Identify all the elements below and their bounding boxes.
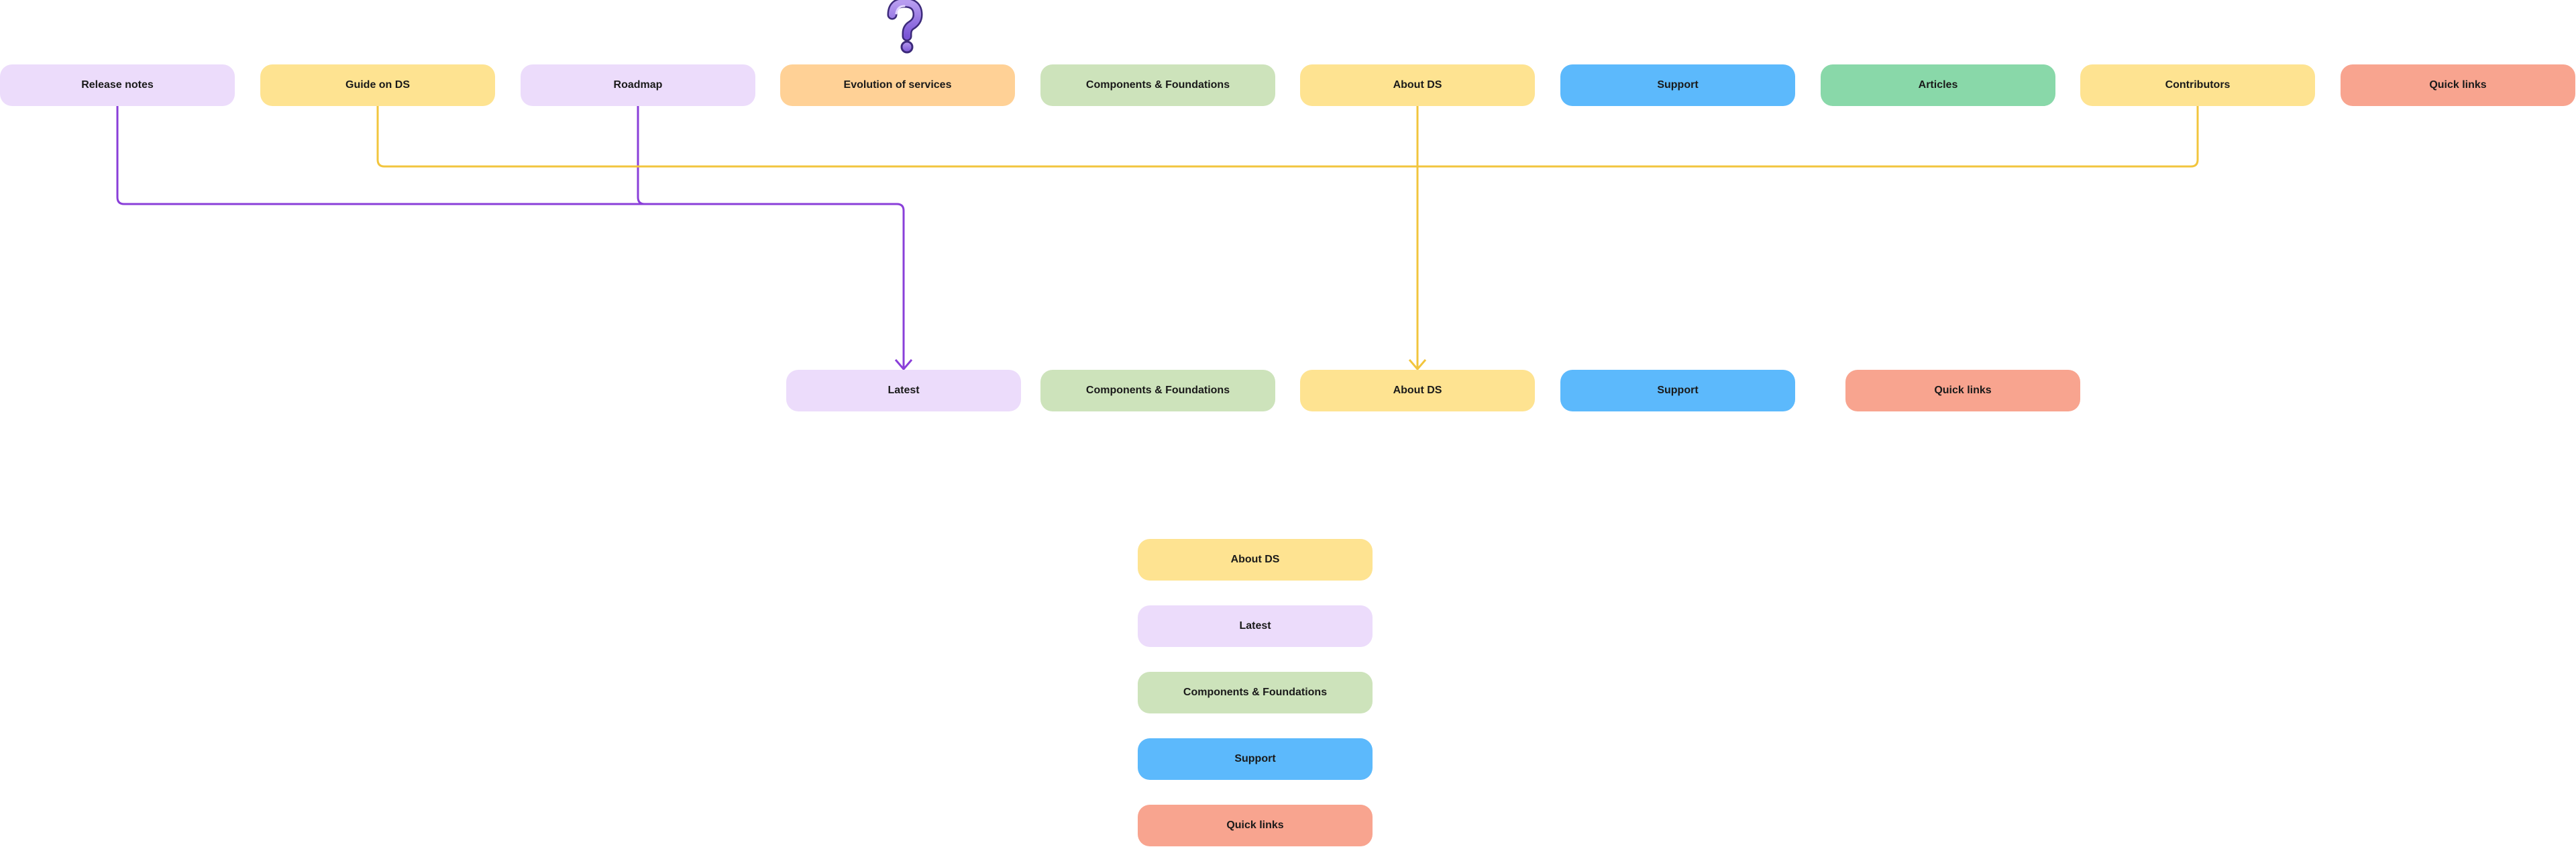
connector-roadmap-to-latest (637, 106, 645, 205)
node-label: Guide on DS (345, 79, 410, 91)
node-components-foundations-3[interactable]: Components & Foundations (1138, 672, 1373, 713)
node-quick-links[interactable]: Quick links (2341, 64, 2575, 106)
node-about-ds-3[interactable]: About DS (1138, 539, 1373, 581)
node-release-notes[interactable]: Release notes (0, 64, 235, 106)
node-label: Quick links (1226, 819, 1284, 831)
node-guide-on-ds[interactable]: Guide on DS (260, 64, 495, 106)
node-label: About DS (1393, 385, 1442, 396)
node-latest[interactable]: Latest (786, 370, 1021, 411)
node-evolution-of-services[interactable]: Evolution of services (780, 64, 1015, 106)
node-label: Contributors (2165, 79, 2231, 91)
node-quick-links-2[interactable]: Quick links (1845, 370, 2080, 411)
node-support[interactable]: Support (1560, 64, 1795, 106)
node-articles[interactable]: Articles (1821, 64, 2055, 106)
node-contributors[interactable]: Contributors (2080, 64, 2315, 106)
node-label: Components & Foundations (1183, 687, 1328, 698)
node-label: About DS (1230, 554, 1280, 565)
arrowhead-latest (894, 359, 913, 371)
node-support-2[interactable]: Support (1560, 370, 1795, 411)
node-label: Latest (1239, 620, 1271, 632)
node-label: Latest (888, 385, 920, 396)
node-label: Release notes (81, 79, 154, 91)
node-components-foundations[interactable]: Components & Foundations (1040, 64, 1275, 106)
node-label: Evolution of services (843, 79, 952, 91)
node-label: Roadmap (613, 79, 663, 91)
connector-release-notes-to-latest (116, 106, 905, 368)
node-label: Articles (1918, 79, 1958, 91)
arrowhead-about (1408, 359, 1427, 371)
node-label: Components & Foundations (1085, 79, 1230, 91)
node-components-foundations-2[interactable]: Components & Foundations (1040, 370, 1275, 411)
node-latest-3[interactable]: Latest (1138, 605, 1373, 647)
node-roadmap[interactable]: Roadmap (521, 64, 755, 106)
node-label: Support (1234, 753, 1276, 764)
connector-guide-to-about (376, 106, 2199, 168)
node-label: Support (1657, 385, 1699, 396)
node-about-ds[interactable]: About DS (1300, 64, 1535, 106)
node-label: Quick links (2429, 79, 2487, 91)
node-label: Quick links (1934, 385, 1992, 396)
question-mark-icon (887, 0, 923, 54)
node-label: Components & Foundations (1085, 385, 1230, 396)
node-label: Support (1657, 79, 1699, 91)
node-support-3[interactable]: Support (1138, 738, 1373, 780)
node-label: About DS (1393, 79, 1442, 91)
node-about-ds-2[interactable]: About DS (1300, 370, 1535, 411)
node-quick-links-3[interactable]: Quick links (1138, 805, 1373, 846)
